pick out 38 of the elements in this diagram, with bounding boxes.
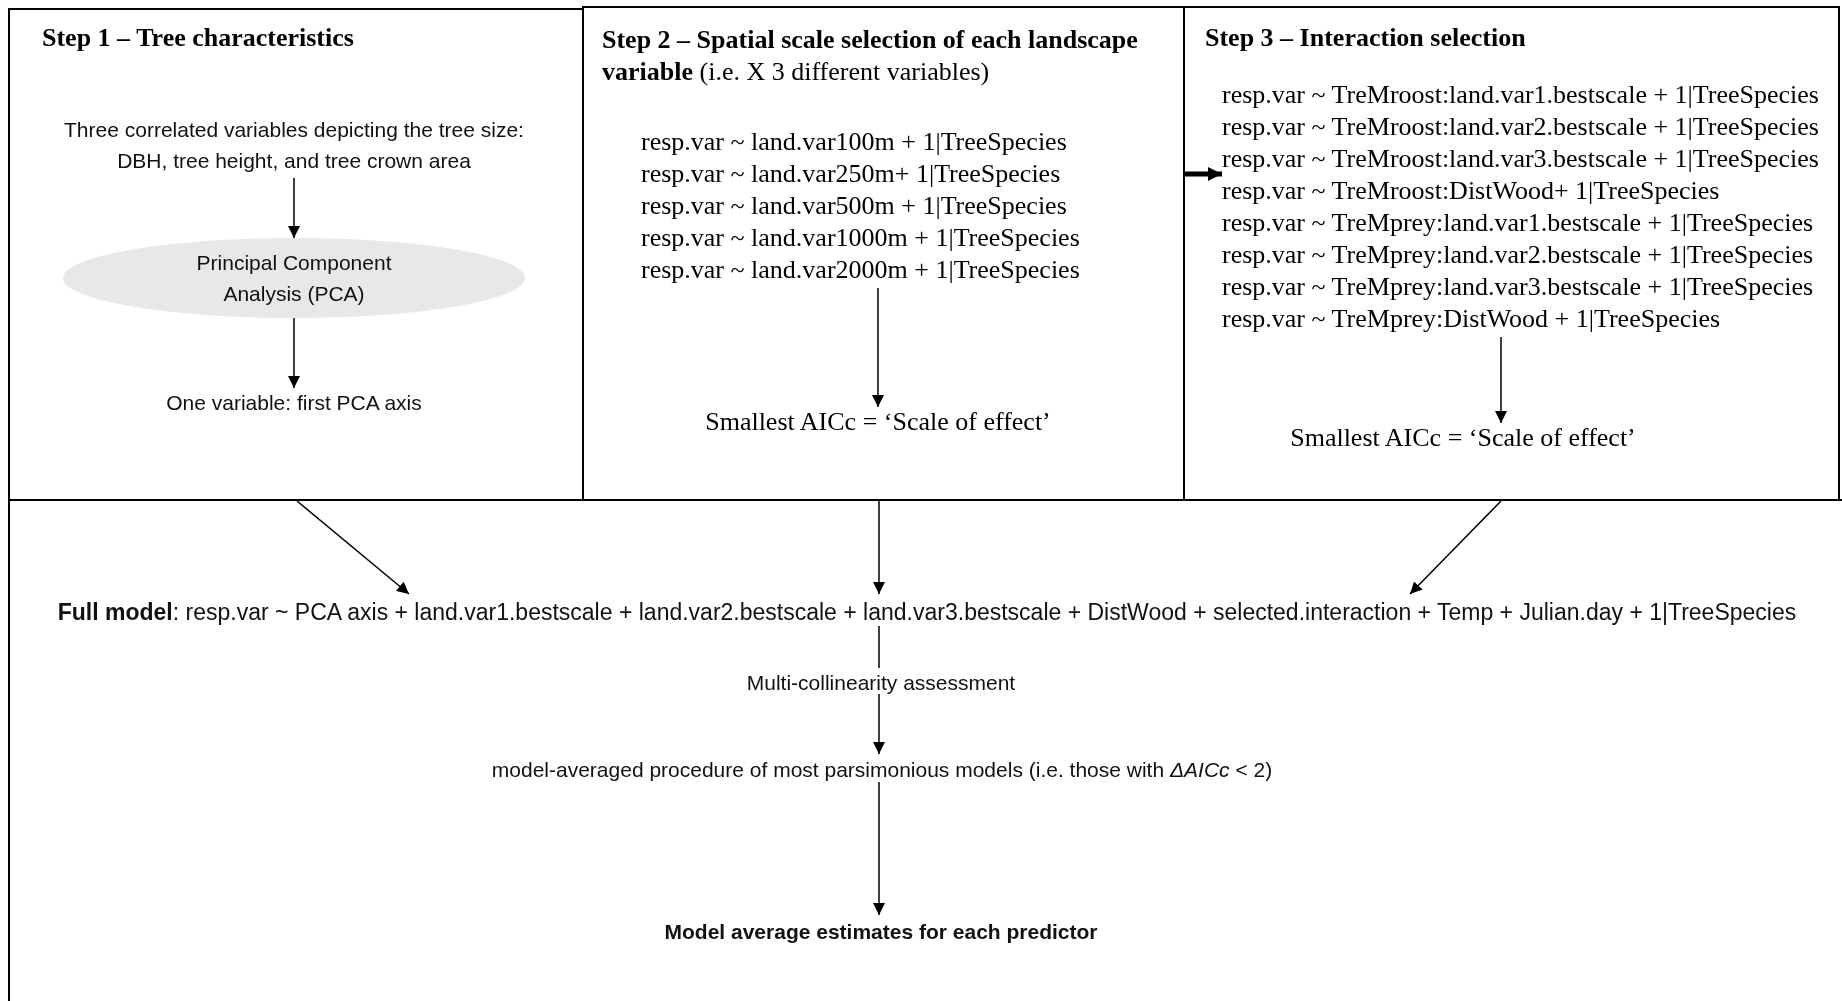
step-panel [1183, 6, 1840, 501]
panel-heading: Step 3 – Interaction selection [1205, 24, 1527, 52]
formula-line: resp.var ~ land.var2000m + 1|TreeSpecies [640, 254, 1081, 286]
formula-line: resp.var ~ TreMroost:land.var3.bestscale + 1|TreeSpecies [1222, 143, 1820, 175]
arrow [1409, 500, 1502, 595]
formula-line: resp.var ~ TreMroost:land.var2.bestscale + 1|TreeSpecies [1222, 111, 1820, 143]
step-text: Smallest AICc = ‘Scale of effect’ [1253, 423, 1673, 453]
formula-line: resp.var ~ land.var250m+ 1|TreeSpecies [640, 158, 1062, 190]
formula-line: resp.var ~ TreMroost:DistWood+ 1|TreeSpecies [1222, 175, 1721, 207]
arrow [873, 500, 885, 595]
step-text: One variable: first PCA axis [60, 388, 528, 418]
arrow [1495, 336, 1507, 424]
step-text: Smallest AICc = ‘Scale of effect’ [668, 407, 1088, 437]
step-text: Three correlated variables depicting the tree size: DBH, tree height, and tree crown area [44, 114, 544, 178]
arrow [873, 781, 885, 916]
step-text: Multi-collinearity assessment [731, 670, 1031, 696]
arrow [872, 287, 884, 408]
formula-line: resp.var ~ TreMprey:land.var2.bestscale + 1|TreeSpecies [1222, 239, 1815, 271]
arrow [288, 317, 300, 389]
step-text: model-averaged procedure of most parsimonious models (i.e. those with ΔAICc < 2) [362, 756, 1402, 784]
panel-heading: Step 2 – Spatial scale selection of each landscape variable (i.e. X 3 different variables) [602, 24, 1139, 88]
panel-heading: Step 1 – Tree characteristics [42, 24, 355, 52]
formula-line: resp.var ~ land.var100m + 1|TreeSpecies [640, 126, 1068, 158]
panel-box [8, 499, 1842, 1001]
formula-line: resp.var ~ land.var1000m + 1|TreeSpecies [640, 222, 1081, 254]
arrow [1185, 167, 1222, 181]
full-model-text: Full model: resp.var ~ PCA axis + land.var1.bestscale + land.var2.bestscale + land.var3.bestscale + DistWood + selected.interaction + Temp + Julian.day + 1|TreeSpecies [12, 596, 1842, 628]
step-text: Model average estimates for each predictor [522, 917, 1240, 947]
arrow [296, 500, 410, 595]
formula-line: resp.var ~ TreMprey:land.var3.bestscale + 1|TreeSpecies [1222, 271, 1815, 303]
formula-line: resp.var ~ TreMprey:land.var1.bestscale + 1|TreeSpecies [1222, 207, 1815, 239]
arrow [288, 177, 300, 239]
formula-line: resp.var ~ TreMprey:DistWood + 1|TreeSpecies [1222, 303, 1722, 335]
step-panel [8, 8, 584, 501]
arrow [873, 693, 885, 755]
formula-line: resp.var ~ TreMroost:land.var1.bestscale + 1|TreeSpecies [1222, 79, 1820, 111]
method-text: Principal Component Analysis (PCA) [195, 250, 393, 307]
formula-line: resp.var ~ land.var500m + 1|TreeSpecies [640, 190, 1068, 222]
